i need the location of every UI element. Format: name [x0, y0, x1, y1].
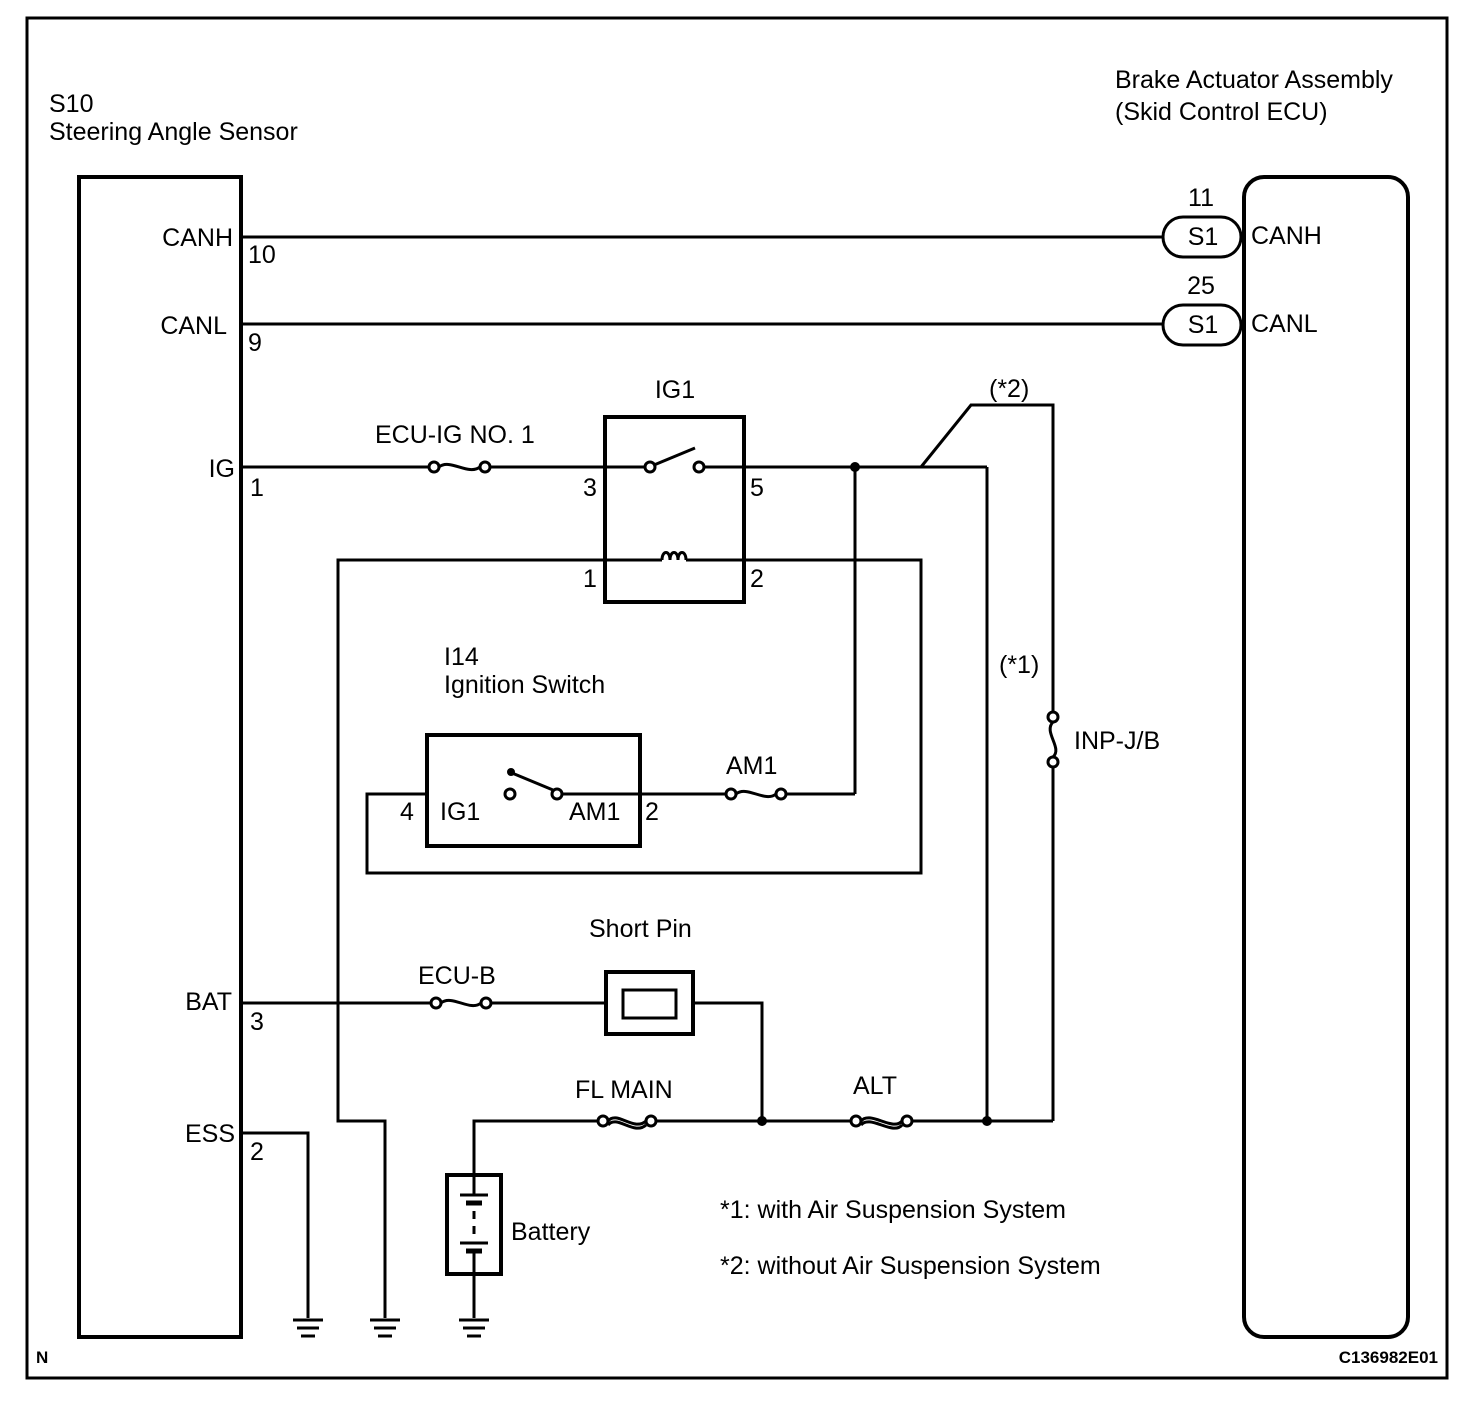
- ignition-term-am1: AM1: [569, 798, 620, 826]
- ignition-pin-2: 2: [645, 798, 659, 826]
- variant-2-wire: [919, 403, 1055, 712]
- ignition-contact-am1: [550, 787, 564, 801]
- relay-pin-5: 5: [750, 474, 764, 502]
- ecu-name-line1: Brake Actuator Assembly: [1115, 66, 1393, 94]
- fuse-fl-main-label: FL MAIN: [575, 1076, 673, 1104]
- corner-mark-left: N: [36, 1348, 48, 1367]
- relay-label: IG1: [655, 376, 695, 404]
- short-pin-box: [604, 970, 695, 1036]
- fl-main-fuse: [596, 1114, 658, 1130]
- sensor-ess-label: ESS: [185, 1120, 235, 1148]
- relay-coil-icon: [660, 551, 688, 561]
- junction-dot-bus: [757, 1116, 767, 1126]
- sensor-bat-pin: 3: [250, 1008, 264, 1036]
- diagram-frame: [25, 16, 1449, 1380]
- steering-angle-sensor-box: [77, 175, 243, 1339]
- relay-pin-3: 3: [583, 474, 597, 502]
- ecu-canl-label: CANL: [1251, 310, 1318, 338]
- ecu-canl-pin: 25: [1187, 272, 1215, 300]
- fuse-ecu-ig-label: ECU-IG NO. 1: [375, 421, 535, 449]
- ground-icon: [293, 1318, 323, 1338]
- ignition-switch-box: [425, 733, 642, 848]
- battery-icon: [460, 1175, 488, 1274]
- short-pin-inner: [621, 988, 678, 1020]
- ground-icon: [370, 1318, 400, 1338]
- battery-label: Battery: [511, 1218, 591, 1246]
- sensor-canl-label: CANL: [160, 312, 227, 340]
- ess-ground-wire: [241, 1131, 310, 1318]
- alt-fuse: [849, 1114, 914, 1130]
- relay-pin-2: 2: [750, 565, 764, 593]
- ecu-b-fuse: [429, 996, 493, 1010]
- relay-pin-1: 1: [583, 565, 597, 593]
- ecu-ig-fuse: [427, 460, 492, 474]
- sensor-ig-pin: 1: [250, 474, 264, 502]
- figure-code: C136982E01: [1339, 1348, 1438, 1367]
- junction-dot-alt: [982, 1116, 992, 1126]
- relay-coil-switch-wire: [365, 558, 923, 875]
- ignition-switch-blade: [511, 771, 554, 792]
- ig1-relay-box: [603, 415, 746, 604]
- relay-coil-ground-wire: [336, 558, 605, 1318]
- ignition-switch-pivot: [507, 768, 515, 776]
- brake-actuator-box: [1242, 175, 1410, 1339]
- short-pin-out-wire: [693, 1001, 764, 1121]
- ecu-name-line2: (Skid Control ECU): [1115, 98, 1328, 126]
- fuse-inp-jb-label: INP-J/B: [1074, 727, 1160, 755]
- inp-jb-fuse: [1046, 710, 1060, 769]
- short-pin-label: Short Pin: [589, 915, 692, 943]
- battery-positive-wire: [472, 1119, 598, 1175]
- ignition-contact-ig1: [503, 787, 517, 801]
- fuse-am1-label: AM1: [726, 752, 777, 780]
- sensor-bat-label: BAT: [185, 988, 232, 1016]
- fuse-alt-label: ALT: [853, 1072, 897, 1100]
- sensor-canh-label: CANH: [162, 224, 233, 252]
- relay-switch-blade: [653, 446, 696, 467]
- ecu-canh-label: CANH: [1251, 222, 1322, 250]
- sensor-ess-pin: 2: [250, 1138, 264, 1166]
- am1-fuse: [724, 787, 788, 801]
- ignition-switch-code: I14: [444, 643, 479, 671]
- fuse-ecu-b-label: ECU-B: [418, 962, 496, 990]
- ignition-switch-name: Ignition Switch: [444, 671, 605, 699]
- ground-icon: [459, 1318, 489, 1338]
- sensor-code: S10: [49, 90, 93, 118]
- note-2: *2: without Air Suspension System: [720, 1252, 1101, 1280]
- sensor-name: Steering Angle Sensor: [49, 118, 298, 146]
- sensor-canl-pin: 9: [248, 329, 262, 357]
- ecu-canh-connector-label: S1: [1188, 223, 1219, 251]
- relay-contact-left: [643, 460, 657, 474]
- note-1: *1: with Air Suspension System: [720, 1196, 1066, 1224]
- sensor-ig-label: IG: [209, 455, 235, 483]
- ecu-canh-pin: 11: [1188, 184, 1214, 212]
- ignition-term-ig1: IG1: [440, 798, 480, 826]
- relay-contact-right: [692, 460, 706, 474]
- sensor-canh-pin: 10: [248, 241, 276, 269]
- variant-mark-1: (*1): [999, 651, 1039, 679]
- ecu-canl-connector-label: S1: [1188, 311, 1219, 339]
- variant-mark-2: (*2): [989, 375, 1029, 403]
- ignition-pin-4: 4: [400, 798, 414, 826]
